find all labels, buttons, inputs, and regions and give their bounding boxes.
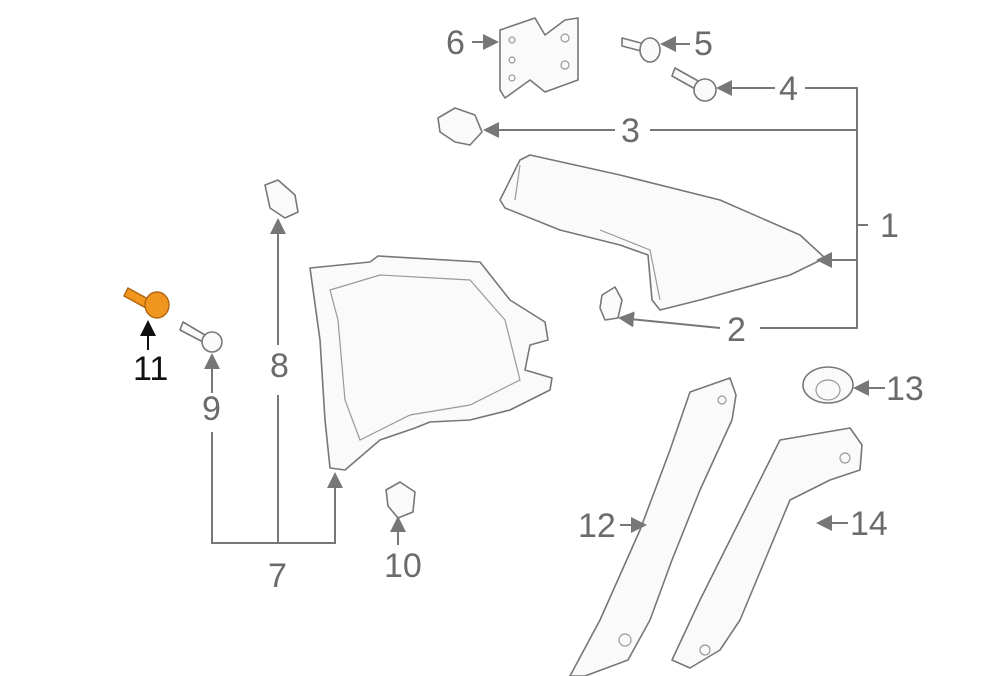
part-12-pillar-trim[interactable] xyxy=(569,377,737,676)
part-10-clip[interactable] xyxy=(385,481,416,519)
part-2-clip[interactable] xyxy=(599,286,623,321)
label-8: 8 xyxy=(270,347,289,385)
leader-lines xyxy=(140,34,885,545)
label-7: 7 xyxy=(268,557,287,595)
label-1: 1 xyxy=(880,207,899,245)
part-14-pillar-trim[interactable] xyxy=(671,427,863,669)
label-14: 14 xyxy=(850,505,888,543)
part-13-grommet[interactable] xyxy=(802,366,854,404)
part-3-clip[interactable] xyxy=(437,107,483,146)
label-6: 6 xyxy=(446,24,465,62)
label-13: 13 xyxy=(886,370,924,408)
label-9: 9 xyxy=(202,390,221,428)
part-5-bolt[interactable] xyxy=(621,37,661,63)
part-4-screw[interactable] xyxy=(671,67,717,102)
part-11-screw-highlighted[interactable] xyxy=(123,287,170,319)
part-6-bracket[interactable] xyxy=(499,17,579,99)
part-8-clip[interactable] xyxy=(264,179,299,219)
part-7-lower-trim[interactable] xyxy=(309,255,553,471)
label-2: 2 xyxy=(727,311,746,349)
label-3: 3 xyxy=(621,112,640,150)
label-5: 5 xyxy=(694,25,713,63)
part-9-screw[interactable] xyxy=(179,321,223,353)
label-10: 10 xyxy=(384,547,422,585)
part-1-quarter-trim[interactable] xyxy=(499,154,826,311)
label-11: 11 xyxy=(133,350,168,388)
label-4: 4 xyxy=(779,70,798,108)
label-12: 12 xyxy=(578,507,616,545)
